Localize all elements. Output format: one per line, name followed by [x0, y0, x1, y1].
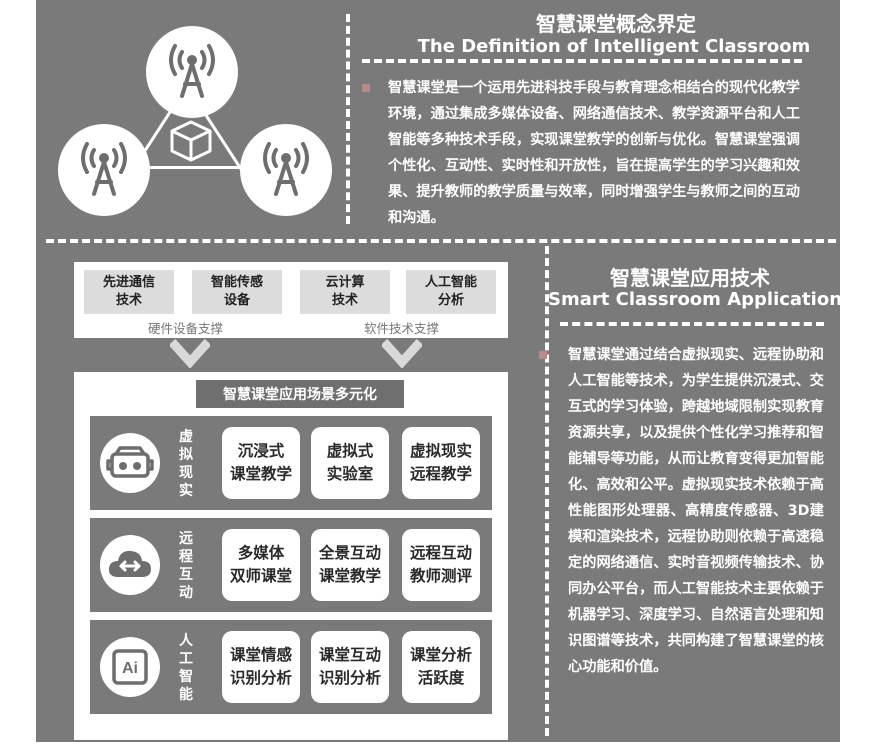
software-support-label: 软件技术支撑	[364, 321, 440, 336]
row-label-ai: 人工智能	[179, 633, 193, 703]
divider-vertical-top	[346, 14, 350, 224]
divider-vertical-bottom	[545, 246, 549, 736]
tech-item-sensing: 智能传感 设备	[192, 270, 282, 314]
divider-under-title-top	[362, 59, 802, 63]
antenna-icon	[81, 142, 127, 196]
definition-title-en: The Definition of Intelligent Classroom	[417, 36, 811, 57]
svg-text:Ai: Ai	[122, 660, 138, 677]
scenario-card: 沉浸式 课堂教学	[222, 427, 300, 499]
application-paragraph: 智慧课堂通过结合虚拟现实、远程协助和人工智能等技术，为学生提供沉浸式、交互式的学…	[568, 347, 824, 675]
scenario-card: 课堂情感 识别分析	[222, 631, 300, 703]
hardware-support-label: 硬件设备支撑	[148, 321, 224, 336]
divider-horizontal-middle	[46, 239, 836, 243]
connector-line	[120, 166, 270, 169]
cube-icon	[168, 118, 214, 164]
cloud-exchange-icon	[100, 535, 160, 595]
antenna-icon	[169, 44, 215, 98]
scenario-card: 全景互动 课堂教学	[311, 529, 389, 601]
scenario-title: 智慧课堂应用场景多元化	[196, 380, 404, 408]
scenario-card: 课堂分析 活跃度	[402, 631, 480, 703]
chevron-down-icon	[170, 338, 210, 368]
scenario-card: 多媒体 双师课堂	[222, 529, 300, 601]
scenario-card: 课堂互动 识别分析	[311, 631, 389, 703]
antenna-node-top	[146, 26, 238, 118]
scenario-card: 虚拟式 实验室	[311, 427, 389, 499]
application-title-en: Smart Classroom Application	[548, 289, 843, 310]
tech-item-ai: 人工智能 分析	[406, 270, 496, 314]
antenna-icon	[263, 142, 309, 196]
scenario-row-remote: 远程互动 多媒体 双师课堂 全景互动 课堂教学 远程互动 教师测评	[90, 518, 492, 612]
definition-paragraph: 智慧课堂是一个运用先进科技手段与教育理念相结合的现代化教学环境，通过集成多媒体设…	[388, 80, 800, 226]
tech-item-communication: 先进通信 技术	[84, 270, 174, 314]
bullet-marker	[539, 351, 547, 359]
definition-title-cn: 智慧课堂概念界定	[536, 12, 696, 36]
scenario-row-ai: Ai 人工智能 课堂情感 识别分析 课堂互动 识别分析 课堂分析 活跃度	[90, 620, 492, 714]
scenario-card: 虚拟现实 远程教学	[402, 427, 480, 499]
scenario-card: 远程互动 教师测评	[402, 529, 480, 601]
bullet-marker	[362, 84, 370, 92]
scenario-row-vr: 虚拟现实 沉浸式 课堂教学 虚拟式 实验室 虚拟现实 远程教学	[90, 416, 492, 510]
ai-icon: Ai	[100, 637, 160, 697]
tech-support-box: 先进通信 技术 智能传感 设备 云计算 技术 人工智能 分析 硬件设备支撑 软件…	[74, 262, 508, 338]
row-label-remote: 远程互动	[179, 531, 193, 601]
row-label-vr: 虚拟现实	[179, 429, 193, 499]
chevron-down-icon	[382, 338, 422, 368]
antenna-node-left	[58, 124, 150, 216]
divider-under-title-right	[560, 322, 824, 326]
tech-item-cloud: 云计算 技术	[300, 270, 390, 314]
vr-headset-icon	[100, 433, 160, 493]
application-title-cn: 智慧课堂应用技术	[610, 266, 770, 290]
antenna-node-right	[240, 124, 332, 216]
